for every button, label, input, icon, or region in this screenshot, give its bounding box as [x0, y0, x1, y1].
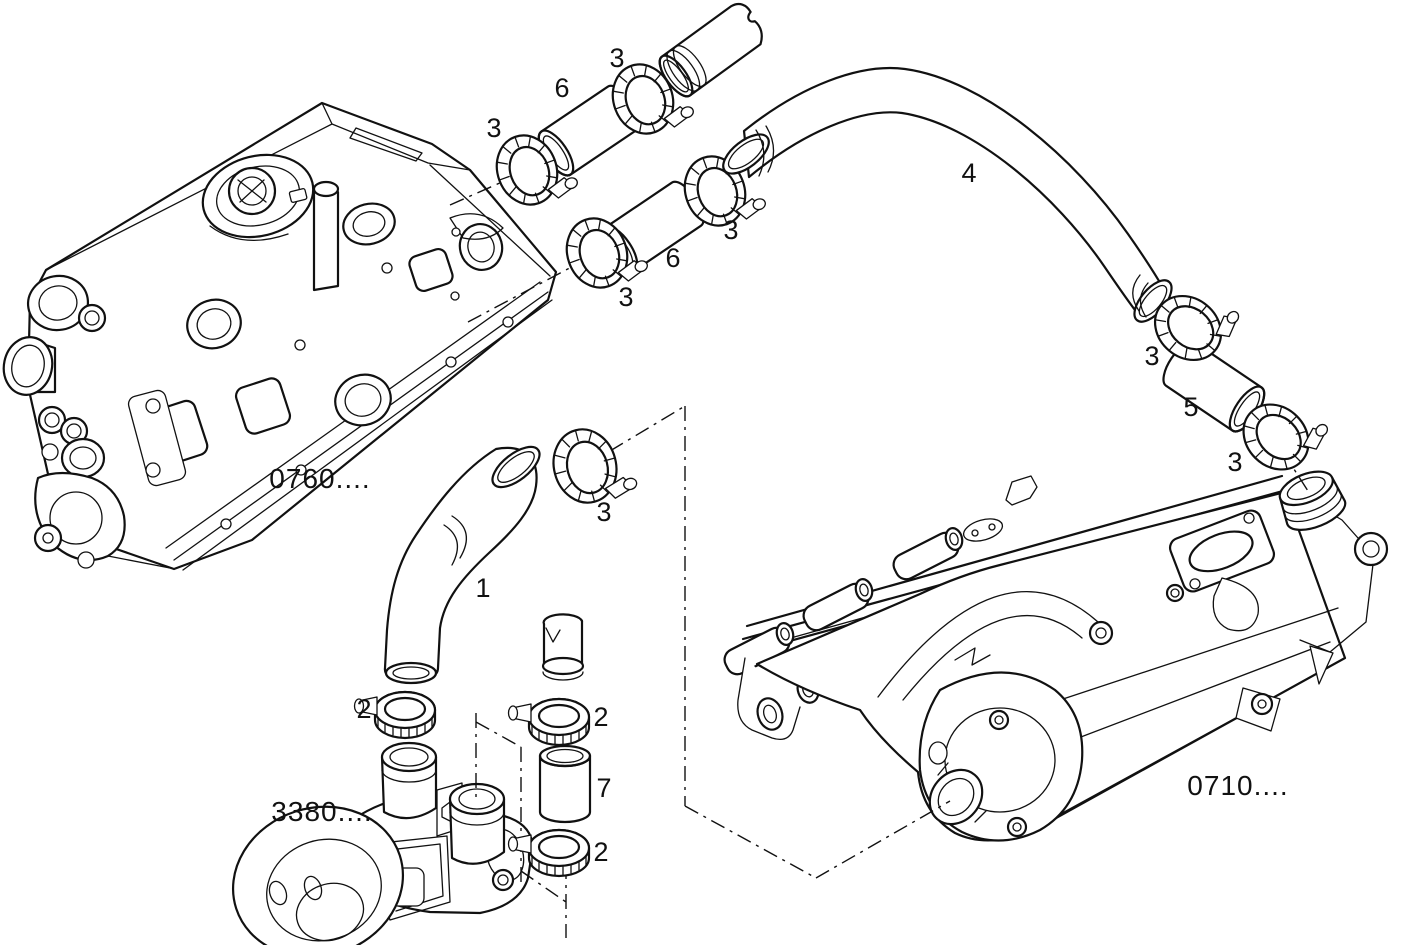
oil-filler-cap-drawing — [194, 144, 322, 249]
water-pump-drawing — [213, 743, 532, 945]
engine-left-end-details — [0, 271, 170, 568]
engine-port-bosses — [181, 198, 507, 432]
stub-pipe-drawing — [543, 614, 583, 680]
callout-label: 6 — [554, 73, 569, 103]
pump-port-rear — [450, 784, 504, 864]
clamp-2-drawing — [507, 697, 591, 747]
pump-drive-flange — [213, 785, 422, 945]
hose-7-drawing — [540, 746, 590, 822]
callout-label: 7 — [596, 773, 611, 803]
engine-cylinder-head-drawing — [0, 103, 556, 570]
callout-label: 1 — [475, 573, 490, 603]
metal-pipe-drawing — [654, 0, 770, 101]
heat-exchanger-flange-gasket — [1167, 508, 1277, 631]
assembly-ref-0760: 0760.... — [269, 463, 370, 494]
labels: 0760.... 3380.... 0710.... 3 6 3 6 3 3 4… — [269, 43, 1288, 867]
heat-exchanger-drawing — [719, 464, 1387, 841]
callout-label: 5 — [1183, 392, 1198, 422]
heat-exchanger-hose-port — [1272, 464, 1350, 537]
hose-4-drawing — [717, 68, 1179, 328]
callout-label: 3 — [1144, 341, 1159, 371]
callout-label: 3 — [723, 215, 738, 245]
callout-label: 2 — [356, 694, 371, 724]
callout-label: 2 — [593, 837, 608, 867]
callout-label: 3 — [486, 113, 501, 143]
clamp-3-drawing — [544, 417, 641, 513]
callout-label: 4 — [961, 158, 976, 188]
assembly-ref-3380: 3380.... — [271, 796, 372, 827]
callout-label: 3 — [596, 497, 611, 527]
callout-label: 3 — [609, 43, 624, 73]
callout-label: 2 — [593, 702, 608, 732]
callout-label: 6 — [665, 243, 680, 273]
heat-exchanger-inlet-housing — [919, 673, 1082, 841]
assembly-ref-0710: 0710.... — [1187, 770, 1288, 801]
callout-label: 3 — [1227, 447, 1242, 477]
hose-1-drawing — [385, 440, 546, 683]
callout-label: 3 — [618, 282, 633, 312]
pump-port-front — [382, 743, 436, 818]
